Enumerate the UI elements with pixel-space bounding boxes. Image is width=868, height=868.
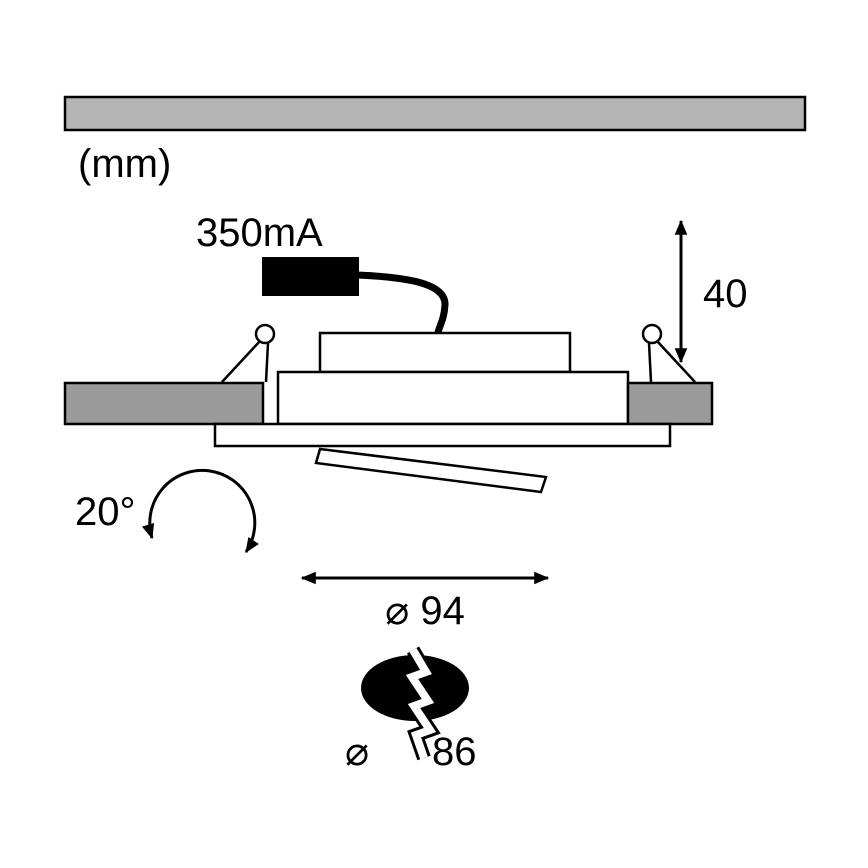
outer-diameter-label: ⌀ 94 bbox=[385, 589, 465, 633]
right-spring-pivot bbox=[641, 323, 663, 345]
trim-ring bbox=[213, 422, 672, 448]
tilt-angle-label: 20° bbox=[75, 490, 136, 534]
driver-box bbox=[262, 257, 359, 296]
unit-label: (mm) bbox=[78, 142, 171, 186]
fixture-housing bbox=[276, 370, 630, 426]
right-spring-arm-inner bbox=[647, 342, 653, 383]
left-spring-arm-inner bbox=[264, 342, 270, 383]
ceiling-block-right bbox=[626, 381, 714, 426]
current-label: 350mA bbox=[196, 211, 323, 255]
fixture-gearbox bbox=[318, 331, 572, 374]
tilt-arc-arrow bbox=[142, 468, 259, 554]
driver-cable bbox=[357, 271, 449, 334]
ceiling-block-left bbox=[63, 381, 265, 426]
cutout-diameter-symbol: ⌀ bbox=[345, 730, 369, 774]
cut-zigzag-icon bbox=[405, 647, 437, 760]
tilted-lamp-face bbox=[314, 447, 548, 494]
left-spring-pivot bbox=[254, 323, 276, 345]
right-spring-arm-outer bbox=[656, 340, 696, 383]
left-spring-arm-outer bbox=[221, 340, 261, 383]
cutout-diameter-value: 86 bbox=[432, 730, 477, 774]
ceiling-panel bbox=[63, 95, 807, 132]
depth-dimension-label: 40 bbox=[703, 272, 748, 316]
